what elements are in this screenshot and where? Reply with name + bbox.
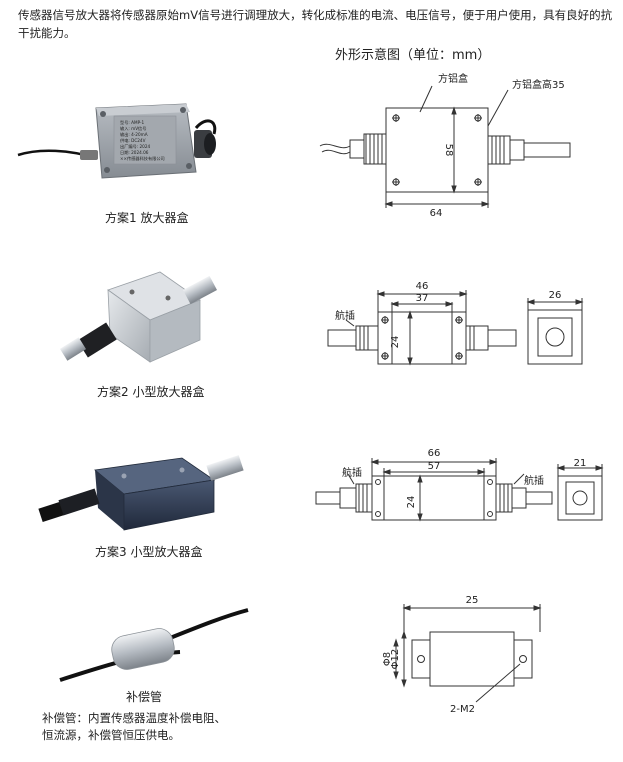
drawing2-dim-outer: 46 bbox=[416, 281, 429, 292]
screw-icon bbox=[179, 467, 185, 473]
drawing3-label-plug-right: 航插 bbox=[524, 474, 544, 487]
drawing1-label-box: 方铝盒 bbox=[438, 72, 468, 85]
drawing1-dim-width: 64 bbox=[430, 208, 443, 219]
caption-product-3: 方案3 小型放大器盒 bbox=[95, 545, 203, 559]
caption-product-2: 方案2 小型放大器盒 bbox=[97, 385, 205, 399]
screw-icon bbox=[186, 163, 192, 169]
device-label-line: ××传感器科技有限公司 bbox=[120, 155, 165, 162]
drawing2-label-plug: 航插 bbox=[335, 309, 355, 322]
drawing4-dim-inner-dia: Φ8 bbox=[382, 652, 393, 666]
drawing4-label-thread: 2-M2 bbox=[450, 704, 475, 715]
device-label-line: 输出: 4-20mA bbox=[120, 131, 148, 138]
product-1-image: 型号: AMP-1 输入: mV信号 输出: 4-20mA 供电: DC24V … bbox=[17, 103, 217, 179]
drawing3-label-plug-left: 航插 bbox=[342, 466, 362, 479]
drawing3-dim-side: 21 bbox=[574, 458, 587, 469]
screw-icon bbox=[121, 473, 127, 479]
drawing1-dim-height: 58 bbox=[443, 144, 454, 157]
screw-icon bbox=[180, 107, 186, 113]
device-label-line: 输入: mV信号 bbox=[120, 125, 146, 132]
screw-icon bbox=[165, 295, 171, 301]
product-2-image bbox=[59, 271, 217, 363]
drawing3-dim-height: 24 bbox=[406, 496, 417, 509]
drawing-1 bbox=[319, 85, 571, 208]
drawing3-dim-inner: 57 bbox=[428, 461, 441, 472]
device-label-line: 型号: AMP-1 bbox=[120, 119, 145, 126]
drawing1-label-height: 方铝盒高35 bbox=[512, 78, 565, 91]
drawing-3 bbox=[315, 458, 604, 522]
screw-icon bbox=[100, 111, 106, 117]
drawing2-dim-side: 26 bbox=[549, 290, 562, 301]
device-label-line: 供电: DC24V bbox=[120, 137, 146, 144]
compensation-note: 补偿管：内置传感器温度补偿电阻、恒流源，补偿管恒压供电。 bbox=[42, 711, 226, 742]
product-3-image bbox=[38, 455, 244, 531]
drawing4-dim-length: 25 bbox=[466, 595, 479, 606]
screw-icon bbox=[104, 167, 110, 173]
drawing-2 bbox=[327, 290, 584, 366]
drawing-4 bbox=[393, 604, 542, 703]
device-label-line: 出厂编号: 2024 bbox=[120, 143, 150, 150]
caption-product-1: 方案1 放大器盒 bbox=[105, 211, 189, 225]
caption-product-4: 补偿管 bbox=[126, 690, 163, 704]
diagram-title: 外形示意图（单位：mm） bbox=[335, 48, 491, 63]
drawing3-dim-outer: 66 bbox=[428, 448, 441, 459]
drawing2-dim-height: 24 bbox=[390, 336, 401, 349]
intro-text: 传感器信号放大器将传感器原始mV信号进行调理放大，转化成标准的电流、电压信号，便… bbox=[18, 8, 613, 40]
drawing4-dim-outer-dia: Φ12 bbox=[390, 649, 401, 670]
product-4-image bbox=[59, 608, 249, 682]
drawing2-dim-inner: 37 bbox=[416, 293, 429, 304]
device-label-line: 日期: 2024.06 bbox=[120, 150, 149, 156]
screw-icon bbox=[129, 289, 135, 295]
